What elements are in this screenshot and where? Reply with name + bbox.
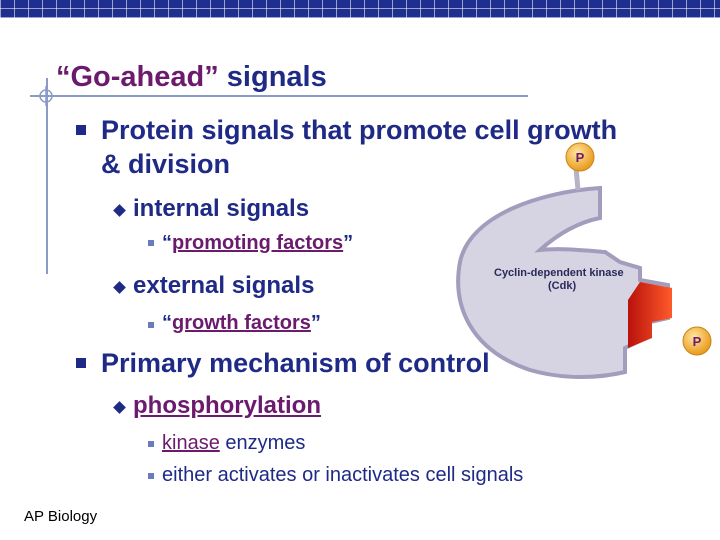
left-rule xyxy=(46,78,48,274)
footer-label: AP Biology xyxy=(24,508,98,525)
bullet-small-square-icon xyxy=(148,240,154,246)
sub-sub-activates: either activates or inactivates cell sig… xyxy=(162,464,524,486)
bullet-1-text: Protein signals that promote cell growth xyxy=(101,115,618,145)
sub-sub-growth: “growth factors” xyxy=(162,312,321,334)
slide-title: “Go-ahead” signals xyxy=(56,61,327,93)
enzyme-label-line1: Cyclin-dependent kinase xyxy=(494,267,624,279)
sub-sub-kinase: kinase enzymes xyxy=(162,432,306,454)
bullet-1-continuation: & division xyxy=(101,149,231,179)
top-banner xyxy=(0,0,720,18)
sub-sub-promoting: “promoting factors” xyxy=(162,232,354,254)
active-site xyxy=(628,282,672,348)
bullet-small-square-icon xyxy=(148,473,154,479)
sub-bullet-external: external signals xyxy=(133,272,315,299)
bullet-2-text: Primary mechanism of control xyxy=(101,348,490,378)
sub-bullet-internal: internal signals xyxy=(133,195,310,222)
bullet-small-square-icon xyxy=(148,322,154,328)
phosphate-top-label: P xyxy=(576,150,585,165)
cdk-enzyme-shape xyxy=(456,185,670,379)
phosphate-right-label: P xyxy=(693,334,702,349)
bullet-small-square-icon xyxy=(148,441,154,447)
phosphate-top-icon xyxy=(565,142,595,172)
bullet-square-icon xyxy=(76,125,86,135)
enzyme-label-line2: (Cdk) xyxy=(548,280,576,292)
sub-bullet-phosphorylation: phosphorylation xyxy=(133,392,321,419)
crosshair-icon xyxy=(36,86,56,106)
title-underline xyxy=(30,95,528,97)
phosphate-right-icon xyxy=(682,326,712,356)
bullet-square-icon xyxy=(76,358,86,368)
